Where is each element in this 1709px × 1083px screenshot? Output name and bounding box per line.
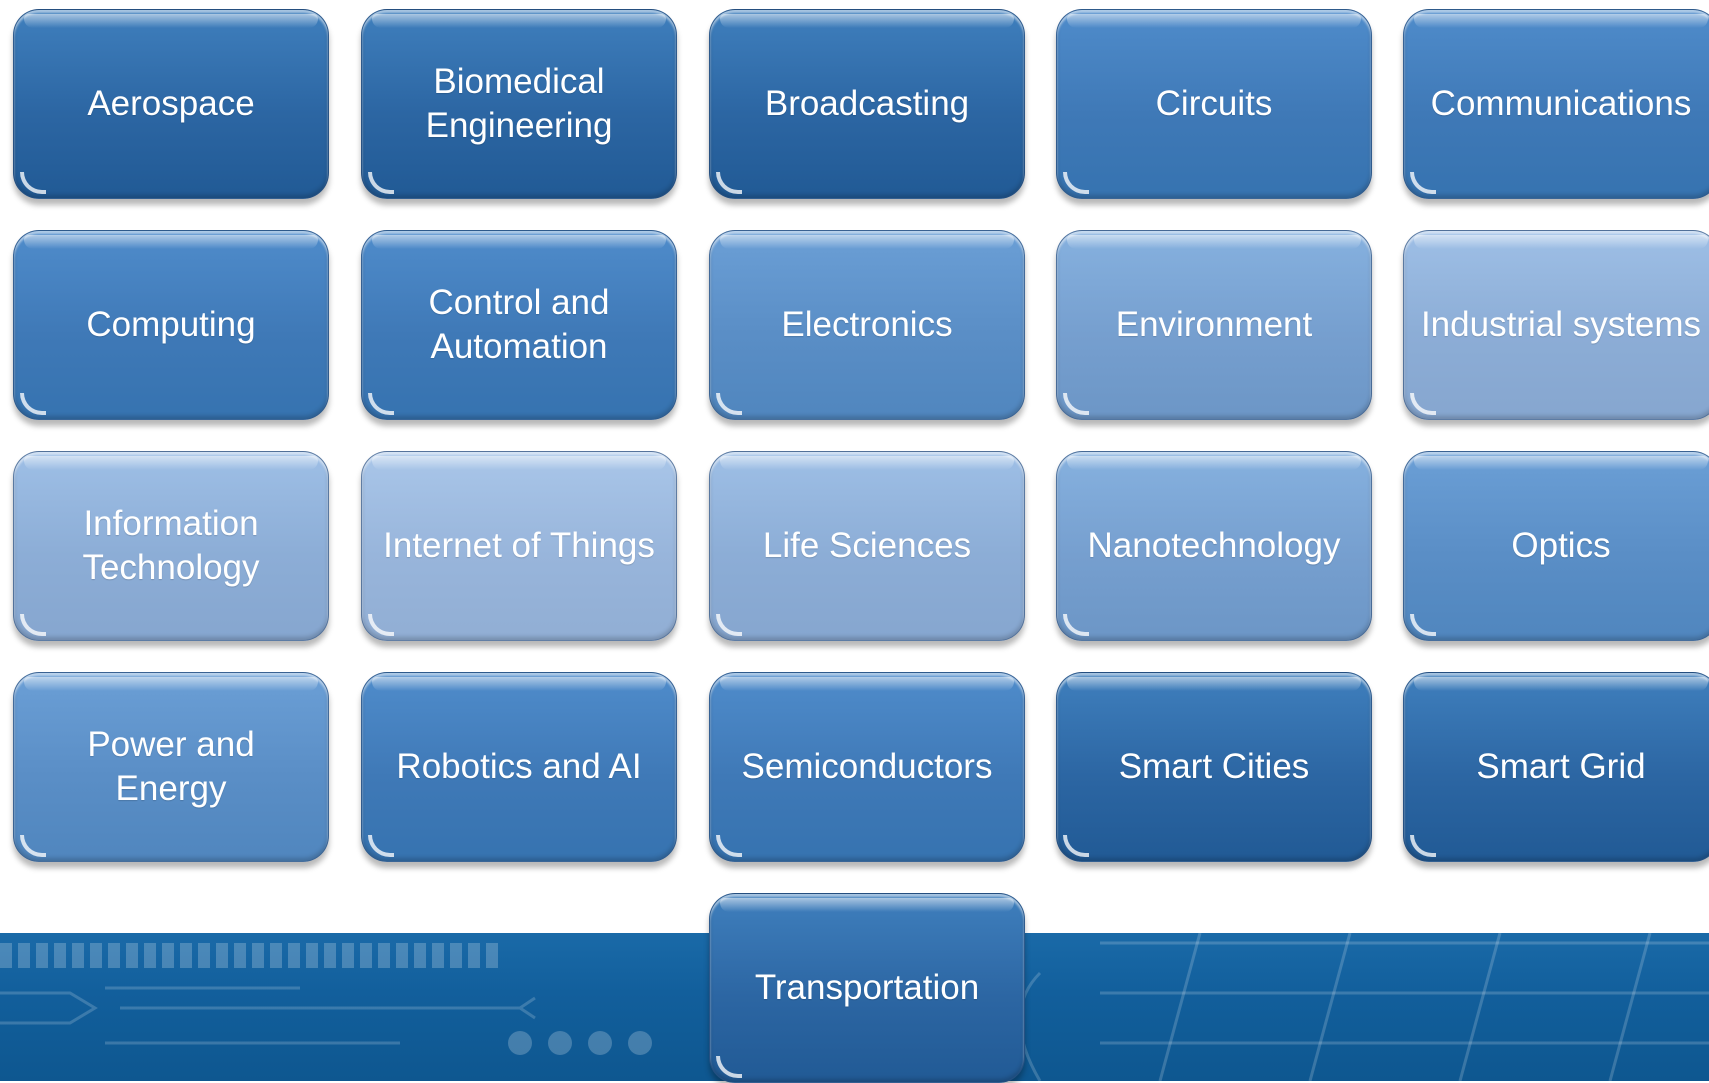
tile-smart-cities[interactable]: Smart Cities xyxy=(1056,672,1372,862)
tile-aerospace[interactable]: Aerospace xyxy=(13,9,329,199)
tile-label: Internet of Things xyxy=(383,526,655,565)
tile-circuits[interactable]: Circuits xyxy=(1056,9,1372,199)
circuit-pattern xyxy=(0,933,1709,1081)
tile-robotics-and-ai[interactable]: Robotics and AI xyxy=(361,672,677,862)
tile-label: Environment xyxy=(1115,305,1313,344)
tile-label: Computing xyxy=(86,305,256,344)
tile-nanotechnology[interactable]: Nanotechnology xyxy=(1056,451,1372,641)
tile-life-sciences[interactable]: Life Sciences xyxy=(709,451,1025,641)
tile-smart-grid[interactable]: Smart Grid xyxy=(1403,672,1709,862)
tile-broadcasting[interactable]: Broadcasting xyxy=(709,9,1025,199)
tile-label: Communications xyxy=(1430,84,1692,123)
tile-internet-of-things[interactable]: Internet of Things xyxy=(361,451,677,641)
tile-computing[interactable]: Computing xyxy=(13,230,329,420)
tile-label: Electronics xyxy=(781,305,953,344)
tile-label: Power and Energy xyxy=(87,725,255,808)
tile-label: Optics xyxy=(1511,526,1611,565)
tile-label: Transportation xyxy=(754,968,980,1007)
tile-label: Semiconductors xyxy=(741,747,993,786)
tile-biomedical-engineering[interactable]: Biomedical Engineering xyxy=(361,9,677,199)
tile-environment[interactable]: Environment xyxy=(1056,230,1372,420)
tile-optics[interactable]: Optics xyxy=(1403,451,1709,641)
tile-transportation[interactable]: Transportation xyxy=(709,893,1025,1083)
tile-label: Smart Cities xyxy=(1118,747,1310,786)
tile-information-technology[interactable]: Information Technology xyxy=(13,451,329,641)
tile-label: Control and Automation xyxy=(428,283,610,366)
tile-label: Smart Grid xyxy=(1476,747,1646,786)
tile-label: Circuits xyxy=(1155,84,1273,123)
tile-electronics[interactable]: Electronics xyxy=(709,230,1025,420)
tile-semiconductors[interactable]: Semiconductors xyxy=(709,672,1025,862)
tile-industrial-systems[interactable]: Industrial systems xyxy=(1403,230,1709,420)
tile-label: Nanotechnology xyxy=(1087,526,1341,565)
tile-label: Industrial systems xyxy=(1420,305,1702,344)
tile-label: Robotics and AI xyxy=(396,747,642,786)
tile-label: Information Technology xyxy=(82,504,260,587)
tile-label: Biomedical Engineering xyxy=(425,62,613,145)
tile-power-and-energy[interactable]: Power and Energy xyxy=(13,672,329,862)
tile-control-and-automation[interactable]: Control and Automation xyxy=(361,230,677,420)
tile-label: Broadcasting xyxy=(764,84,970,123)
tile-label: Life Sciences xyxy=(762,526,972,565)
tile-communications[interactable]: Communications xyxy=(1403,9,1709,199)
tile-label: Aerospace xyxy=(87,84,255,123)
